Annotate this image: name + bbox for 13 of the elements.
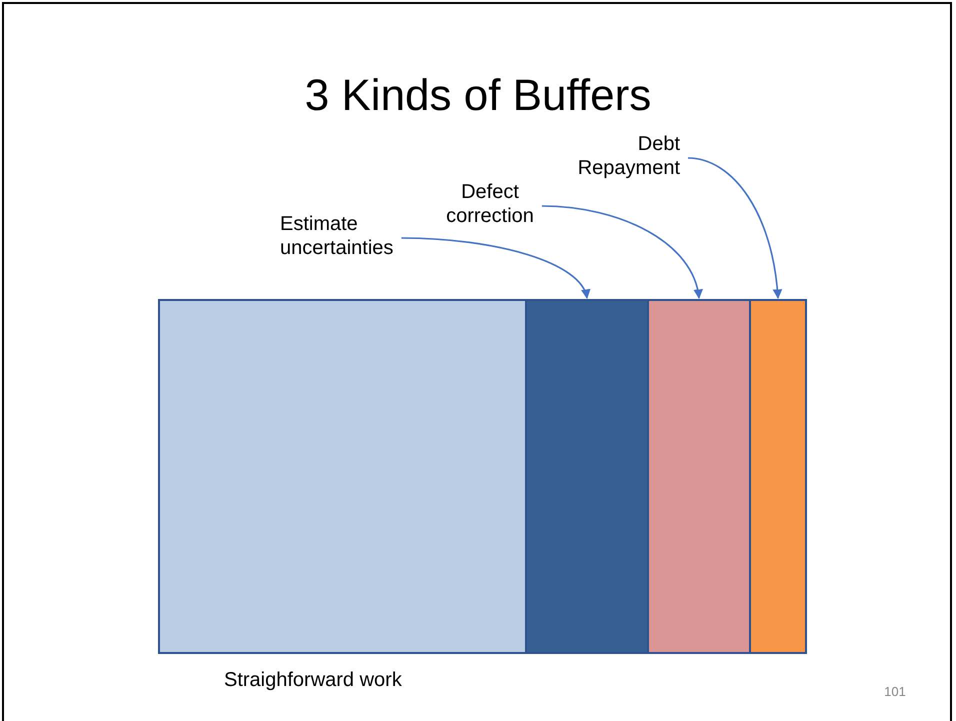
leader-arrow <box>542 205 702 299</box>
page-number: 101 <box>883 684 907 700</box>
callout-label: Debt Repayment <box>560 132 680 180</box>
leader-arrow <box>688 157 782 299</box>
bar-segment <box>749 299 807 654</box>
slide-title: 3 Kinds of Buffers <box>304 70 652 122</box>
segment-caption: Straighforward work <box>224 668 402 692</box>
bar-segment <box>525 299 649 654</box>
bar-segment <box>647 299 751 654</box>
callout-label: Defect correction <box>440 180 540 228</box>
leader-arrow <box>401 237 589 299</box>
callout-label: Estimate uncertainties <box>280 212 420 260</box>
bar-segment <box>158 299 527 654</box>
